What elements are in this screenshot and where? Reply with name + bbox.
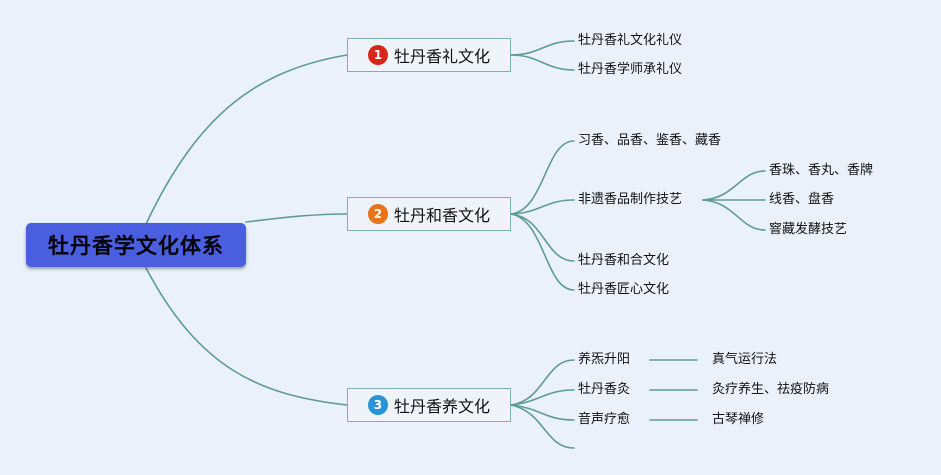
detail-3-3[interactable]: 古琴禅修	[712, 412, 765, 427]
subtopic-2-3[interactable]: 牡丹香和合文化	[578, 253, 670, 268]
edge-branch-3-child-3	[510, 404, 575, 421]
edge-root-to-branch-1	[145, 54, 348, 225]
edge-branch-1-child-1	[510, 40, 575, 56]
edge-branch-2-child-3	[510, 213, 575, 262]
edge-root-to-branch-2	[245, 213, 348, 223]
subtopic-1-1[interactable]: 牡丹香礼文化礼仪	[578, 33, 683, 48]
subtopic-2-2[interactable]: 非遗香品制作技艺	[578, 192, 683, 207]
edge-branch-3-child-2	[510, 389, 575, 406]
topic-node-3[interactable]: 3 牡丹香养文化	[347, 388, 511, 422]
edge-sub-child-3	[702, 199, 766, 231]
edge-branch-1-child-2	[510, 54, 575, 71]
detail-3-1[interactable]: 真气运行法	[712, 352, 778, 367]
edge-branch-3-child-4	[510, 404, 575, 449]
number-badge-2: 2	[367, 204, 388, 224]
topic-node-1[interactable]: 1 牡丹香礼文化	[347, 38, 511, 72]
number-badge-1: 1	[367, 45, 388, 65]
subtopic-2-2-3[interactable]: 窨藏发酵技艺	[769, 222, 848, 237]
subtopic-2-4[interactable]: 牡丹香匠心文化	[578, 282, 670, 297]
edge-branch-3-child-1	[510, 359, 575, 406]
root-label: 牡丹香学文化体系	[48, 234, 224, 258]
edge-branch-2-child-2	[510, 199, 575, 215]
subtopic-3-2[interactable]: 牡丹香灸	[578, 382, 631, 397]
subtopic-2-2-2[interactable]: 线香、盘香	[769, 192, 835, 207]
subtopic-2-1[interactable]: 习香、品香、鉴香、藏香	[578, 133, 722, 148]
subtopic-3-1[interactable]: 养炁升阳	[578, 352, 631, 367]
root-node[interactable]: 牡丹香学文化体系	[26, 223, 246, 267]
edge-sub-child-1	[702, 170, 766, 201]
edge-branch-2-child-1	[510, 140, 575, 215]
detail-3-2[interactable]: 灸疗养生、祛疫防病	[712, 382, 830, 397]
edge-root-to-branch-3	[145, 267, 348, 406]
topic-label-3: 牡丹香养文化	[393, 397, 490, 416]
number-badge-3: 3	[367, 395, 388, 415]
subtopic-3-3[interactable]: 音声疗愈	[578, 412, 631, 427]
topic-node-2[interactable]: 2 牡丹和香文化	[347, 197, 511, 231]
topic-label-1: 牡丹香礼文化	[393, 47, 490, 66]
edge-branch-2-child-4	[510, 213, 575, 291]
topic-label-2: 牡丹和香文化	[393, 206, 490, 225]
subtopic-1-2[interactable]: 牡丹香学师承礼仪	[578, 62, 683, 77]
subtopic-2-2-1[interactable]: 香珠、香丸、香牌	[769, 163, 874, 178]
